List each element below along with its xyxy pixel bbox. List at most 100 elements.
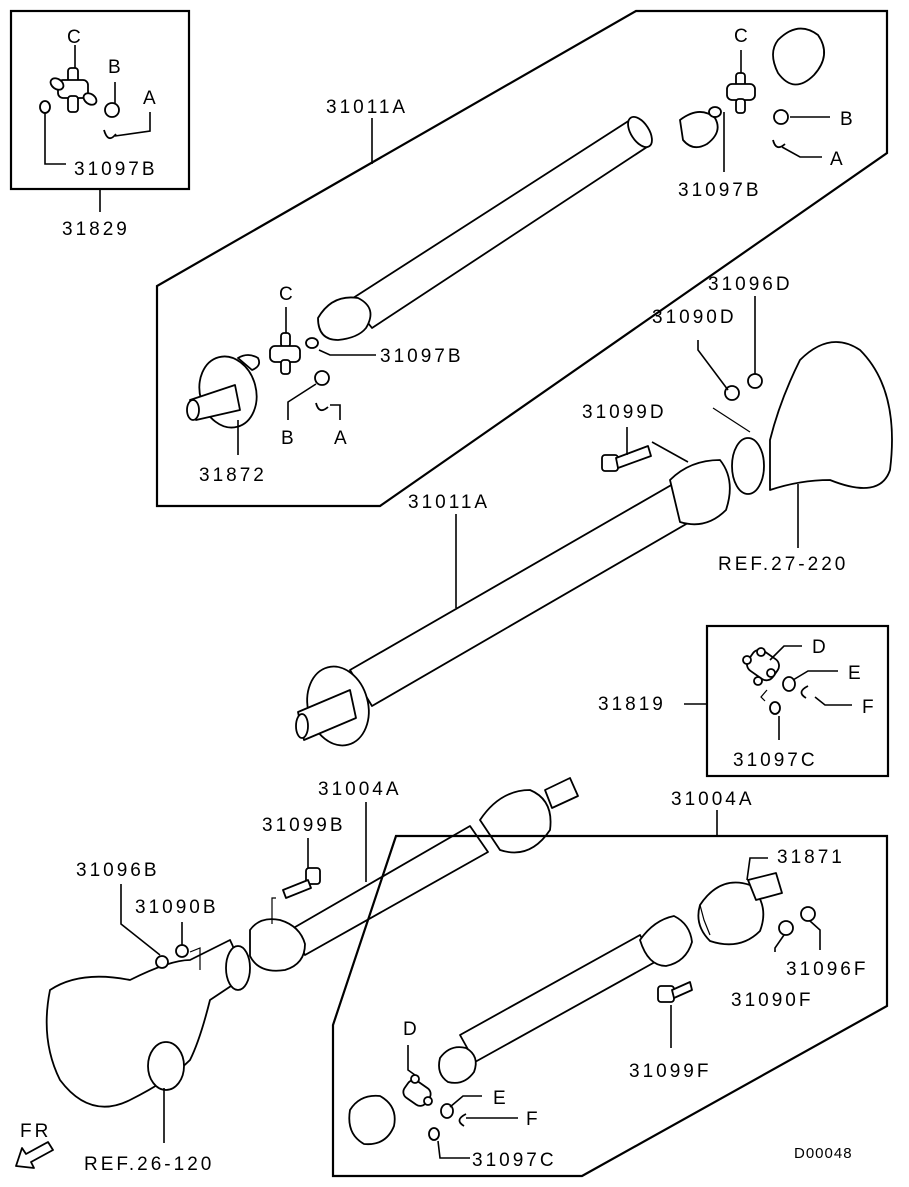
reference-label: REF.26-120: [84, 1154, 214, 1175]
reference-label: REF.27-220: [718, 554, 848, 575]
callout-e: E: [848, 663, 864, 684]
part-number-label: 31829: [62, 219, 130, 240]
callout-nut: 31096F: [786, 959, 868, 980]
stub-shaft-icon: [544, 777, 579, 809]
callout-bolt: 31099F: [629, 1061, 711, 1082]
grease-fitting-icon: [39, 100, 51, 114]
callout-grease-fitting: 31097B: [678, 180, 762, 201]
callout-yoke: 31872: [199, 465, 267, 486]
grease-fitting-icon: [769, 701, 781, 715]
constant-velocity-joint-icon: [479, 789, 552, 854]
callout-c: C: [67, 27, 84, 48]
flange-joint-icon: [249, 918, 306, 972]
snap-ring-icon: [458, 1113, 467, 1127]
callout-center-bearing: 31871: [777, 847, 845, 868]
callout-grease-fitting: 31097B: [74, 159, 158, 180]
universal-joint-spider-icon: [269, 332, 301, 375]
assembly-31004A-installed: 31004A 31099B 31096B 31090B REF.26-120: [45, 777, 579, 1175]
snap-ring-icon: [800, 685, 809, 699]
kit-31819-frame: [705, 624, 890, 778]
part-number-label: 31819: [598, 694, 666, 715]
flange-yoke-icon: [772, 27, 825, 86]
callout-nut: 31096D: [708, 274, 793, 295]
callout-bolt: 31099B: [262, 815, 346, 836]
callout-e: E: [493, 1088, 509, 1109]
bearing-cup-icon: [782, 676, 796, 692]
sleeve-yoke-icon: [295, 665, 370, 747]
callout-grease-fitting: 31097C: [733, 750, 818, 771]
part-number-label: 31004A: [671, 789, 755, 810]
callout-bolt: 31099D: [582, 402, 667, 423]
callout-c: C: [279, 284, 296, 305]
transmission-housing-icon: [45, 939, 241, 1108]
transmission-flange-icon: [225, 945, 251, 991]
companion-flange-icon: [731, 437, 765, 495]
nut-icon: [800, 906, 816, 922]
callout-a: A: [143, 88, 159, 109]
transmission-extension-icon: [147, 1041, 185, 1091]
flange-joint-icon: [639, 915, 693, 967]
kit-31829: C B A 31097B 31829: [9, 9, 191, 240]
grease-fitting-icon: [708, 106, 722, 118]
bolt-icon: [657, 981, 693, 1003]
part-number-label: 31011A: [408, 492, 490, 513]
bearing-cup-icon: [440, 1103, 454, 1119]
assembly-31011A-installed: 31011A 31096D 31090D 31099D REF.27-220: [295, 274, 893, 747]
callout-b: B: [281, 428, 297, 449]
bearing-cup-icon: [104, 102, 120, 118]
callout-d: D: [403, 1019, 420, 1040]
universal-joint-spider-icon: [49, 67, 98, 113]
callout-a: A: [830, 149, 846, 170]
assembly-31011A-exploded: 31011A C B A 31097B: [155, 9, 889, 508]
callout-b: B: [108, 57, 124, 78]
nut-icon: [747, 373, 763, 389]
grease-fitting-icon: [428, 1127, 440, 1141]
grease-fitting-icon: [305, 337, 319, 349]
direction-label: FR: [20, 1121, 51, 1142]
bolt-icon: [282, 867, 321, 899]
callout-f: F: [862, 697, 877, 718]
assembly-31004A-exploded: 31004A: [331, 789, 889, 1178]
part-number-label: 31004A: [318, 779, 402, 800]
universal-joint-spider-icon: [726, 72, 756, 114]
callout-nut: 31096B: [76, 860, 160, 881]
propeller-shaft-tube-icon: [349, 116, 653, 329]
front-arrow-icon: [15, 1141, 54, 1169]
propeller-shaft-tube-icon: [289, 825, 489, 956]
yoke-icon: [679, 111, 719, 149]
callout-washer: 31090D: [652, 307, 737, 328]
universal-joint-spider-icon: [742, 647, 780, 686]
washer-icon: [778, 920, 794, 936]
bearing-cup-icon: [773, 109, 789, 125]
callout-washer: 31090F: [731, 990, 813, 1011]
yoke-icon: [438, 1046, 477, 1084]
yoke-icon: [317, 296, 372, 341]
bearing-cup-icon: [314, 370, 330, 386]
propeller-shaft-tube-icon: [349, 479, 701, 707]
differential-housing-icon: [769, 341, 893, 491]
callout-c: C: [734, 26, 751, 47]
kit-31819: D E F 31097C 31819: [598, 624, 890, 778]
washer-icon: [175, 944, 189, 958]
front-direction-indicator: FR: [15, 1121, 54, 1169]
callout-f: F: [526, 1109, 541, 1130]
universal-joint-spider-icon: [402, 1074, 433, 1107]
callout-grease-fitting: 31097B: [380, 346, 464, 367]
snap-ring-icon: [315, 402, 329, 412]
flange-joint-icon: [669, 459, 731, 526]
snap-ring-icon: [772, 139, 786, 149]
callout-d: D: [812, 637, 829, 658]
flange-yoke-icon: [348, 1094, 396, 1146]
snap-ring-icon: [103, 129, 117, 140]
sleeve-yoke-icon: [186, 354, 261, 429]
callout-a: A: [334, 428, 350, 449]
assembly-frame: [155, 9, 889, 508]
propeller-shaft-tube-icon: [459, 934, 656, 1063]
callout-washer: 31090B: [135, 897, 219, 918]
assembly-frame: [331, 834, 889, 1178]
bolt-icon: [601, 445, 652, 472]
drawing-code: D00048: [794, 1145, 853, 1162]
center-bearing-icon: [697, 872, 783, 946]
callout-b: B: [840, 109, 856, 130]
callout-grease-fitting: 31097C: [472, 1150, 557, 1171]
